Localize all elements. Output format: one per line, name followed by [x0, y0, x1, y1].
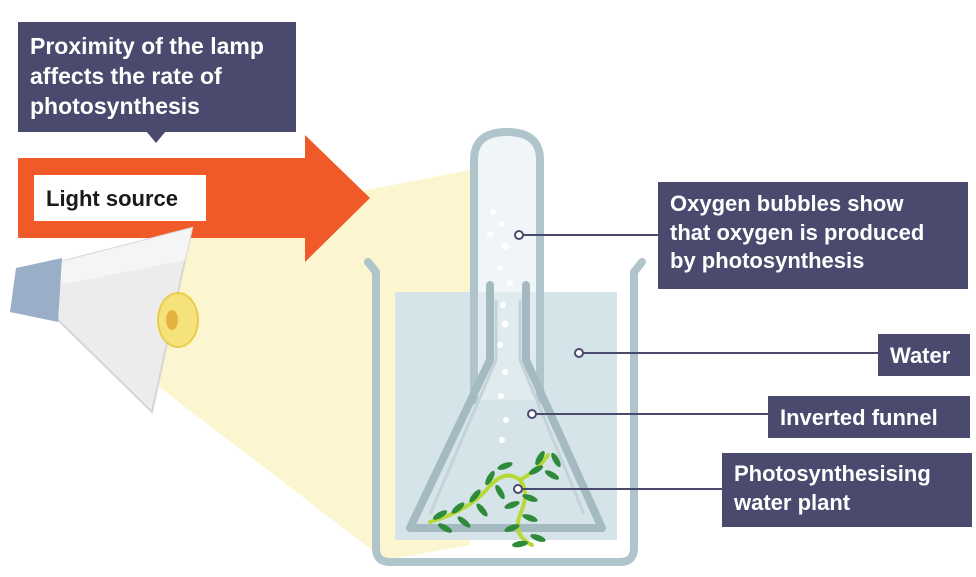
title-line-1: Proximity of the lamp — [30, 33, 264, 59]
lamp-base — [10, 258, 62, 322]
oxygen-line-1: Oxygen bubbles show — [670, 191, 904, 216]
funnel-inner — [428, 300, 586, 515]
water-plant-label: Photosynthesising water plant — [722, 453, 972, 527]
beaker — [364, 258, 646, 566]
plant-line-2: water plant — [734, 489, 851, 515]
title-line-3: photosynthesis — [30, 92, 200, 119]
oxygen-line-3: by photosynthesis — [670, 248, 865, 274]
plant-line-1: Photosynthesising — [734, 461, 931, 486]
oxygen-bubbles-label: Oxygen bubbles show that oxygen is produ… — [658, 182, 968, 289]
title-line-2: affects the rate of — [30, 62, 222, 89]
light-source-label: Light source — [34, 175, 206, 221]
title-pointer — [146, 131, 166, 143]
leader-lines — [513, 230, 878, 494]
title-label: Proximity of the lamp affects the rate o… — [18, 22, 296, 132]
light-beam — [150, 170, 470, 560]
oxygen-line-2: that oxygen is produced — [670, 219, 925, 245]
lamp — [10, 226, 199, 414]
oxygen-bubbles — [487, 209, 513, 443]
water-label: Water — [878, 334, 970, 376]
inverted-funnel-label: Inverted funnel — [768, 396, 970, 438]
water-plant — [428, 450, 561, 548]
